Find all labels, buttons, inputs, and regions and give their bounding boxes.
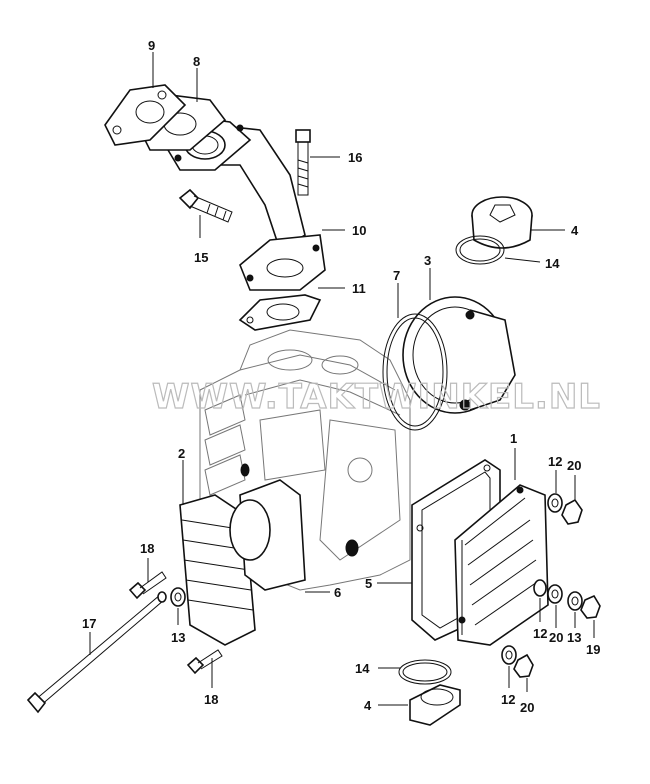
intake-gasket — [104, 84, 187, 146]
callout-19: 19 — [586, 642, 600, 657]
callout-20-b: 20 — [549, 630, 563, 645]
callout-15: 15 — [194, 250, 208, 265]
bolt-18-lower — [186, 649, 223, 675]
callout-5: 5 — [365, 576, 372, 591]
side-cover-oring — [382, 313, 448, 431]
callout-13-a: 13 — [171, 630, 185, 645]
washer-nut-bottom — [501, 645, 534, 678]
leader-lines — [89, 52, 595, 706]
callout-labels: 9 8 16 15 10 11 4 14 7 3 1 12 20 2 18 5 … — [82, 38, 600, 715]
tappet-cap-top — [455, 196, 533, 265]
callout-12-a: 12 — [548, 454, 562, 469]
callout-4-bottom: 4 — [364, 698, 372, 713]
callout-8: 8 — [193, 54, 200, 69]
callout-20-a: 20 — [567, 458, 581, 473]
callout-4-top: 4 — [571, 223, 579, 238]
washer-nut-upper — [547, 493, 583, 525]
callout-17: 17 — [82, 616, 96, 631]
callout-14-bottom: 14 — [355, 661, 370, 676]
callout-12-c: 12 — [501, 692, 515, 707]
callout-13-b: 13 — [567, 630, 581, 645]
callout-11: 11 — [352, 281, 366, 296]
callout-10: 10 — [352, 223, 366, 238]
callout-18-upper: 18 — [140, 541, 154, 556]
bolt-16 — [295, 129, 311, 196]
bolt-18-upper — [128, 571, 167, 600]
callout-14-top: 14 — [545, 256, 560, 271]
callout-3: 3 — [424, 253, 431, 268]
callout-9: 9 — [148, 38, 155, 53]
callout-1: 1 — [510, 431, 517, 446]
stud-bolt-17 — [26, 591, 167, 714]
watermark-text: WWW.TAKTWINKEL.NL — [152, 377, 601, 417]
bolt-15 — [178, 188, 233, 223]
washer-13 — [170, 587, 186, 607]
callout-16: 16 — [348, 150, 362, 165]
callout-2: 2 — [178, 446, 185, 461]
tappet-cap-bottom — [398, 659, 461, 726]
callout-6: 6 — [334, 585, 341, 600]
pipe-gasket — [238, 294, 322, 331]
callout-7: 7 — [393, 268, 400, 283]
washer-nut-lower — [533, 579, 601, 619]
side-cover — [402, 296, 516, 414]
callout-20-c: 20 — [520, 700, 534, 715]
callout-18-lower: 18 — [204, 692, 218, 707]
head-cover — [454, 484, 549, 646]
cylinder-fins — [179, 479, 306, 646]
callout-12-b: 12 — [533, 626, 547, 641]
